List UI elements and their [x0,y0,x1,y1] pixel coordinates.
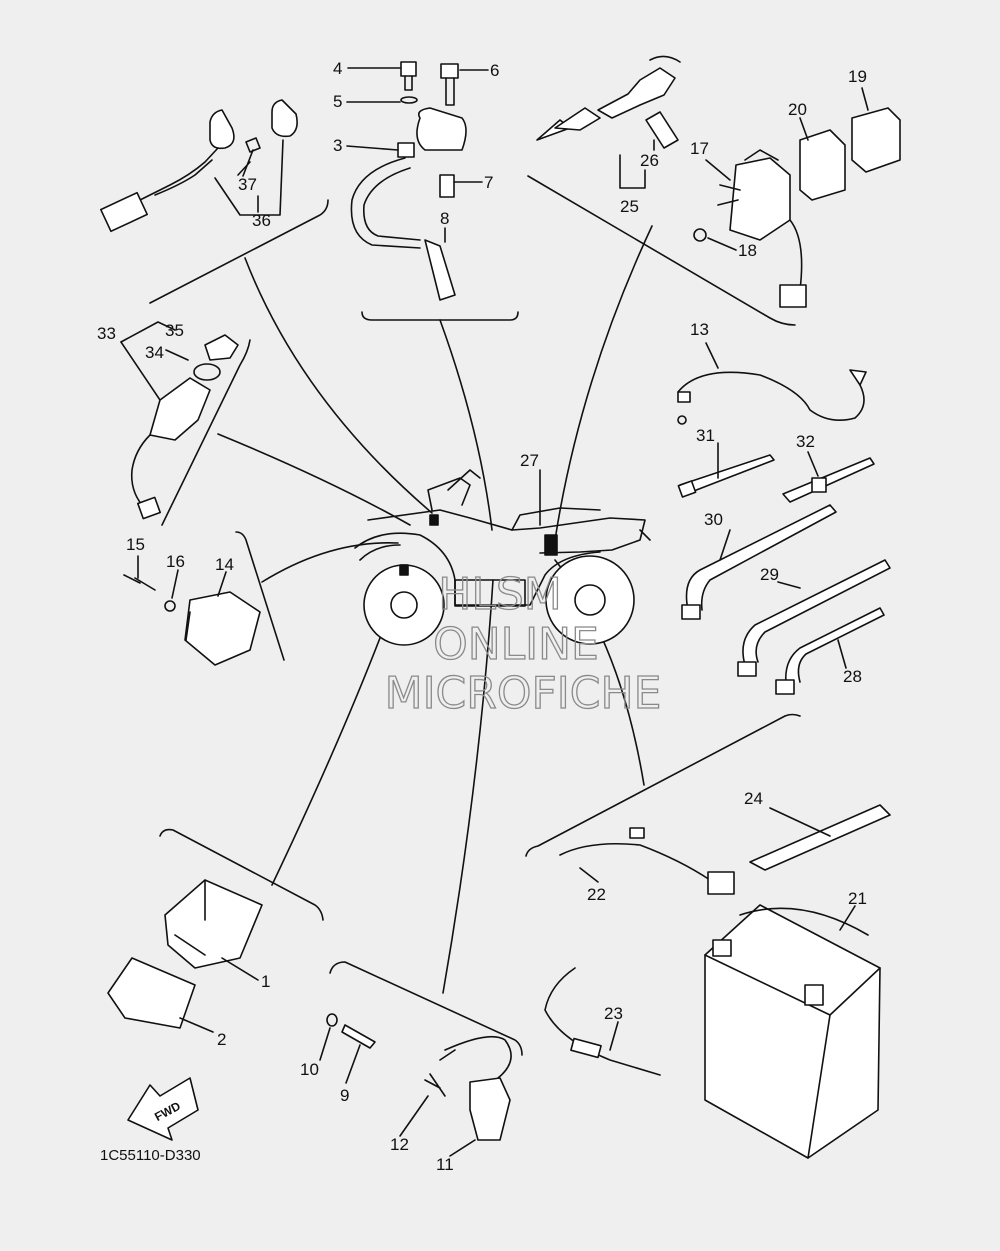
leader-top-right [554,225,653,541]
callout-4: 4 [333,59,342,78]
callout-31: 31 [696,426,715,445]
callout-7: 7 [484,173,493,192]
callout-21: 21 [848,889,867,908]
callout-6: 6 [490,61,499,80]
part-1-2-cdi-unit [107,879,263,1029]
leader-top-center [439,319,493,531]
callout-35: 35 [165,321,184,340]
callout-17: 17 [690,139,709,158]
callout-28: 28 [843,667,862,686]
atv-vehicle [354,469,651,646]
callout-11: 11 [436,1155,454,1174]
leader-mid-left [217,433,411,526]
callout-34: 34 [145,343,164,362]
callout-23: 23 [604,1004,623,1023]
callout-14: 14 [215,555,234,574]
part-14-16-rectifier [123,574,261,666]
callout-1: 1 [261,972,270,991]
part-9-12-sensor [326,1013,512,1141]
callout-30: 30 [704,510,723,529]
callout-13: 13 [690,320,709,339]
group-bracket-bottom-left [159,828,324,921]
callout-25: 25 [620,197,639,216]
callout-22: 22 [587,885,606,904]
callout-37: 37 [238,175,257,194]
part-33-35-main-switch [130,334,239,520]
watermark-line-2: ONLINE [433,619,599,670]
group-bracket-bottom-right [525,713,801,857]
watermark-line-3: MICROFICHE [385,668,662,719]
callout-18: 18 [738,241,757,260]
callout-2: 2 [217,1030,226,1049]
watermark-line-1: HLSM [438,569,562,620]
callout-9: 9 [340,1086,349,1105]
callout-27: 27 [520,451,539,470]
diagram-code: 1C55110-D330 [100,1147,201,1164]
callout-24: 24 [744,789,763,808]
callout-5: 5 [333,92,342,111]
callout-labels: 4 5 3 6 7 8 37 36 26 25 17 18 20 19 13 3… [97,59,867,1174]
part-36-37-bulb-sockets [100,99,298,233]
callout-19: 19 [848,67,867,86]
fwd-arrow-icon [127,1077,199,1141]
group-bracket-mid-left [161,339,251,526]
part-17-20-relays [536,55,901,308]
callout-20: 20 [788,100,807,119]
callout-33: 33 [97,324,116,343]
part-13-lead-wire [677,369,867,425]
callout-3: 3 [333,136,342,155]
leader-top-left [244,257,433,514]
callout-32: 32 [796,432,815,451]
callout-26: 26 [640,151,659,170]
callout-10: 10 [300,1060,319,1079]
callout-36: 36 [252,211,271,230]
group-bracket-top-left [149,199,329,304]
part-28-32-cable-ties [677,454,891,695]
callout-29: 29 [760,565,779,584]
part-21-24-battery [544,804,891,1159]
callout-12: 12 [390,1135,409,1154]
part-3-8-ignition-coil [350,61,467,301]
group-bracket-bottom-center [329,961,523,1056]
leader-bottom-center [442,579,494,994]
callout-15: 15 [126,535,145,554]
group-bracket-top-center [361,311,519,321]
leader-left [261,542,399,583]
callout-8: 8 [440,209,449,228]
group-bracket-top-right [527,175,796,326]
callout-16: 16 [166,552,185,571]
group-bracket-left [235,531,285,661]
